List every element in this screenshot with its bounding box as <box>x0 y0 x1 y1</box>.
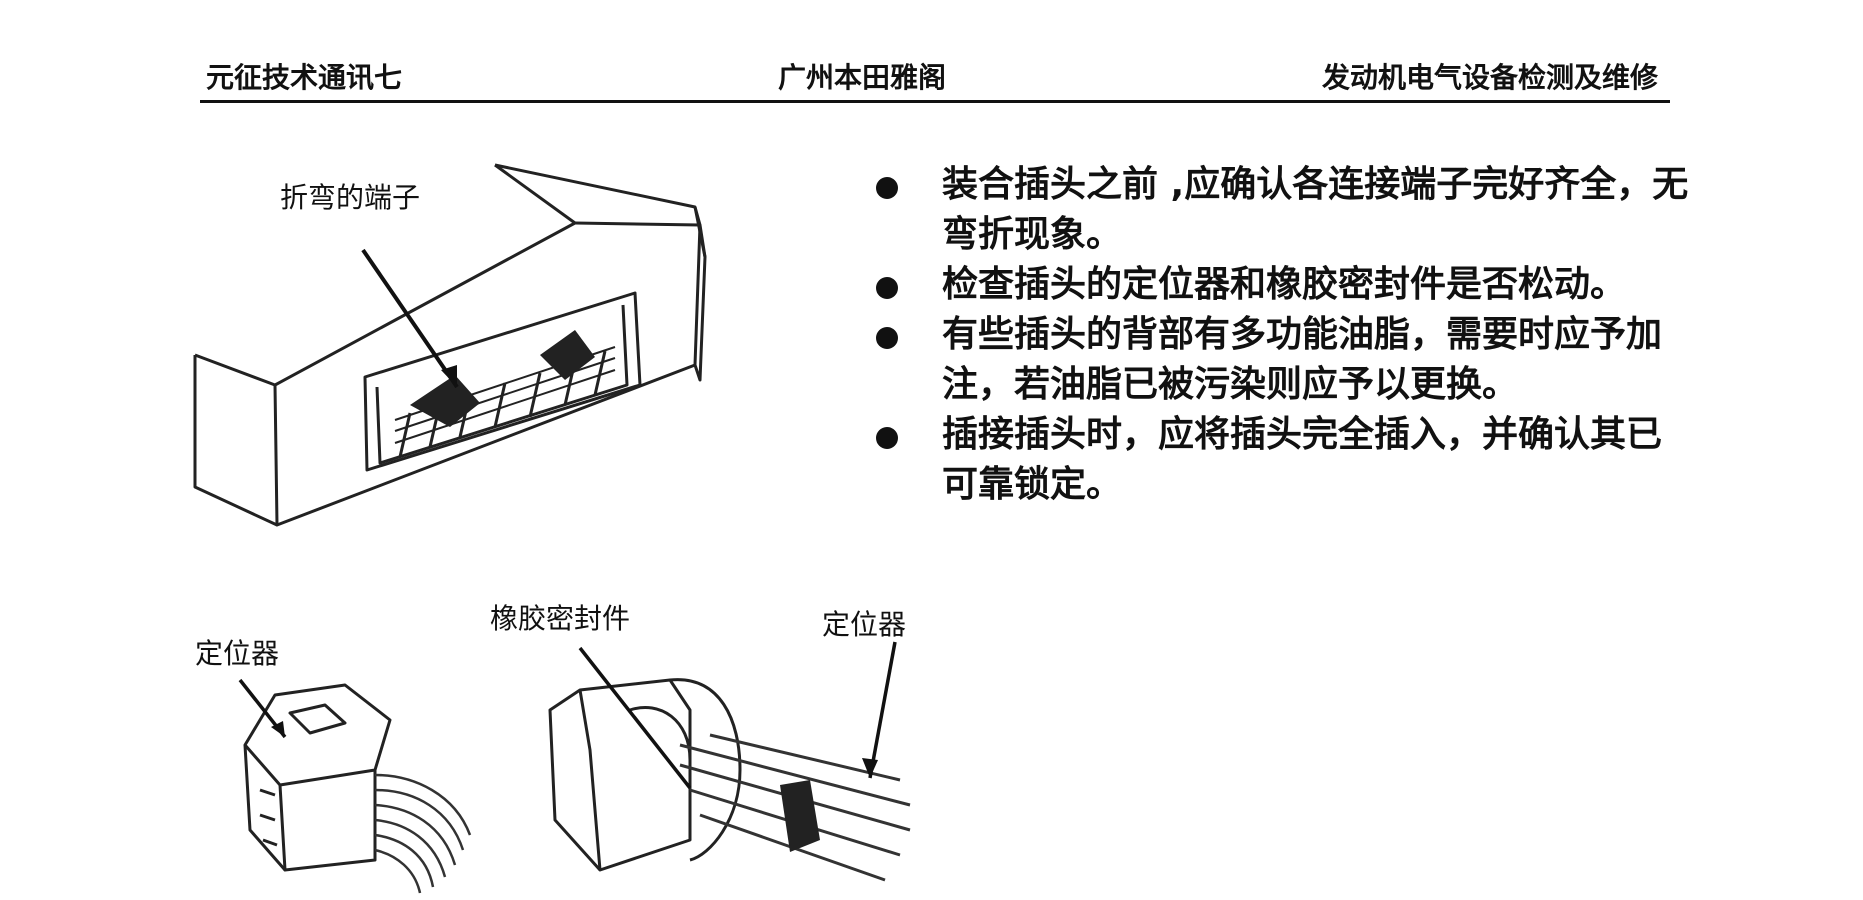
locator-label-left: 定位器 <box>195 637 280 670</box>
bent-terminal-label: 折弯的端子 <box>280 181 421 214</box>
rubber-seal-label: 橡胶密封件 <box>490 602 631 635</box>
locator-label-right: 定位器 <box>822 608 907 641</box>
header-left-title: 元征技术通讯七 <box>206 61 403 94</box>
connector-bent-terminal-illustration <box>193 163 707 527</box>
instruction-item: 插接插头时，应将插头完全插入，并确认其已可靠锁定。 <box>860 410 1690 510</box>
connector-plug-locator-illustration <box>238 678 472 894</box>
bullet-icon <box>876 177 898 199</box>
instruction-text: 装合插头之前 ,应确认各连接端子完好齐全，无弯折现象。 <box>942 164 1689 255</box>
instruction-item: 检查插头的定位器和橡胶密封件是否松动。 <box>860 260 1690 310</box>
instruction-text: 有些插头的背部有多功能油脂，需要时应予加注，若油脂已被污染则应予以更换。 <box>942 314 1663 405</box>
instruction-item: 有些插头的背部有多功能油脂，需要时应予加注，若油脂已被污染则应予以更换。 <box>860 310 1690 410</box>
instruction-text: 检查插头的定位器和橡胶密封件是否松动。 <box>942 264 1627 305</box>
connector-seal-locator-illustration <box>548 641 911 882</box>
connector-instructions-list: 装合插头之前 ,应确认各连接端子完好齐全，无弯折现象。 检查插头的定位器和橡胶密… <box>860 160 1690 510</box>
instruction-item: 装合插头之前 ,应确认各连接端子完好齐全，无弯折现象。 <box>860 160 1690 260</box>
header-right-title: 发动机电气设备检测及维修 <box>1321 61 1658 94</box>
page-header: 元征技术通讯七 广州本田雅阁 发动机电气设备检测及维修 <box>200 50 1670 103</box>
bullet-icon <box>876 427 898 449</box>
bullet-icon <box>876 277 898 299</box>
bullet-icon <box>876 327 898 349</box>
header-center-title: 广州本田雅阁 <box>778 61 947 94</box>
instruction-text: 插接插头时，应将插头完全插入，并确认其已可靠锁定。 <box>942 414 1663 505</box>
